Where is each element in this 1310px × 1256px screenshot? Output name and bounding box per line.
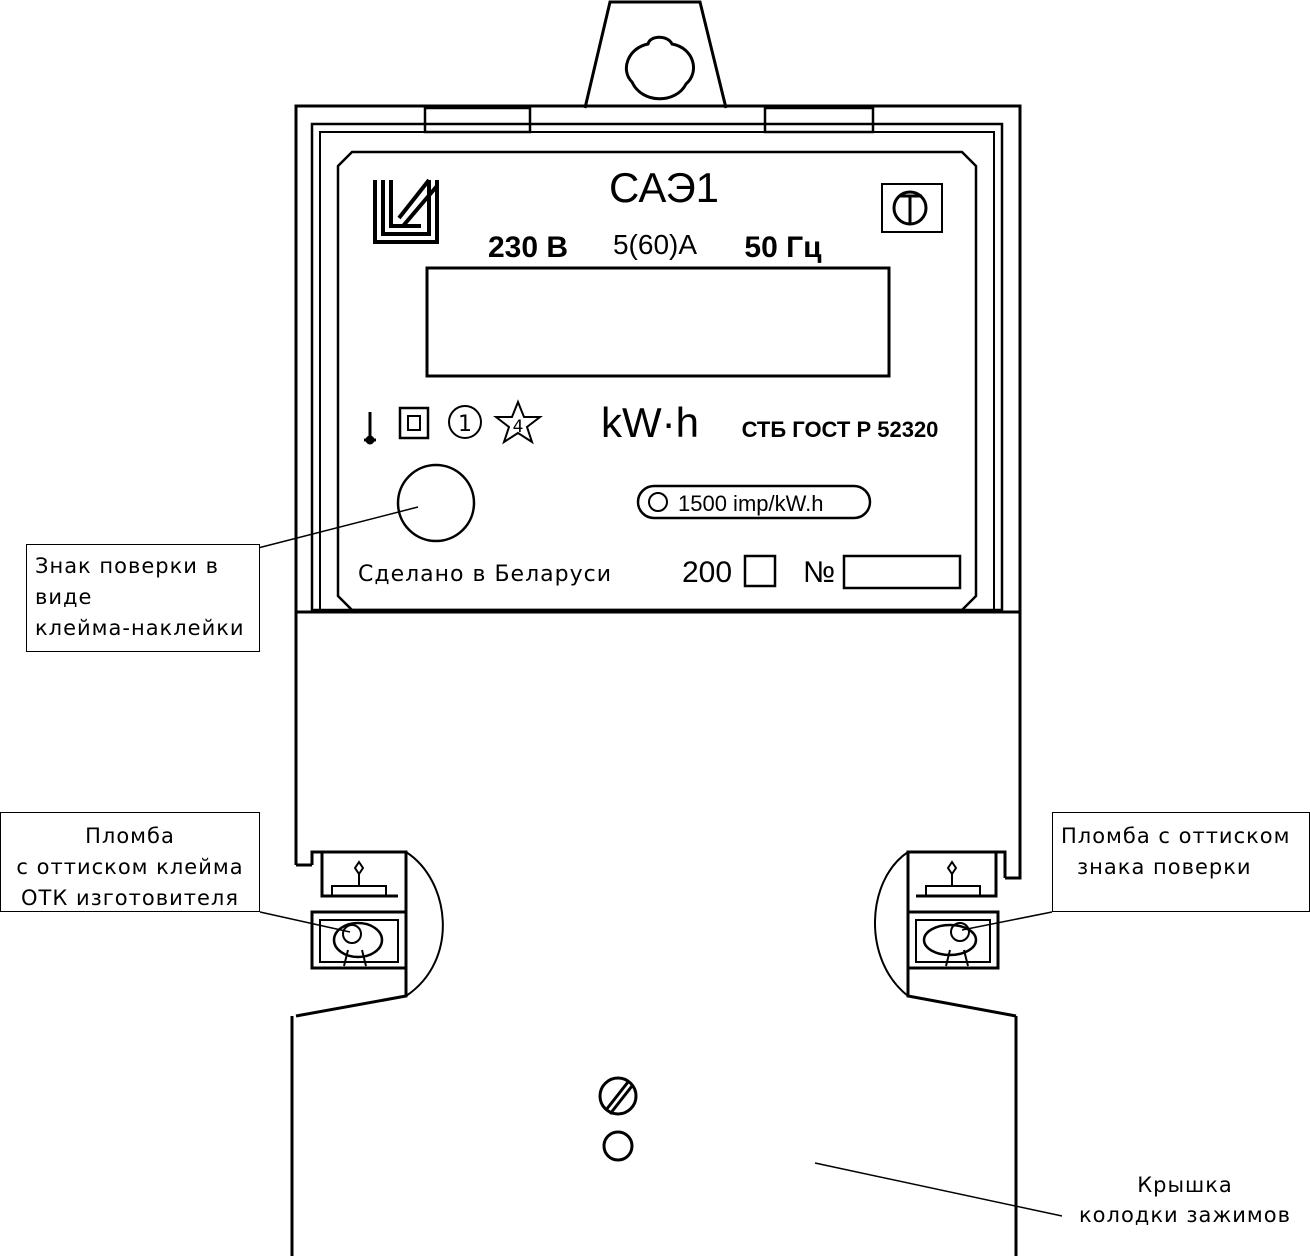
year-prefix: 200	[682, 556, 732, 589]
certification-mark-icon	[881, 183, 943, 233]
callout-line: с оттиском клейма	[16, 855, 244, 879]
year-box	[743, 554, 777, 588]
callout-verification-seal: Пломба с оттиском знака поверки	[1052, 812, 1310, 912]
verification-sticker-area	[396, 463, 476, 543]
right-seal-assembly	[874, 850, 1007, 997]
callout-line: ОТК изготовителя	[21, 886, 239, 910]
standard-label: СТБ ГОСТ Р 52320	[742, 417, 939, 442]
test-voltage-label: 4	[513, 417, 524, 437]
accuracy-class-icon	[448, 405, 482, 439]
led-indicator-icon	[648, 492, 668, 512]
meter-current: 5(60)А	[613, 229, 697, 260]
double-insulation-icon	[398, 406, 430, 440]
serial-number-box	[842, 554, 962, 590]
callout-line: Знак поверки в	[35, 554, 220, 578]
callout-terminal-cover: Крышка колодки зажимов	[1060, 1170, 1310, 1230]
callout-line: колодки зажимов	[1079, 1203, 1291, 1227]
cover-screw-icon	[598, 1076, 638, 1116]
display-window	[425, 266, 891, 378]
callout-verification-sticker: Знак поверки в виде клейма-наклейки	[26, 544, 260, 652]
meter-voltage: 230 В	[488, 231, 568, 264]
energy-unit: kW·h	[601, 399, 699, 446]
callout-line: Пломба с оттиском	[1061, 824, 1291, 848]
manufacturer-logo-icon	[373, 178, 439, 244]
terminal-cover	[290, 1016, 1018, 1256]
impulse-constant-badge	[636, 484, 872, 520]
callout-line: виде	[35, 585, 93, 609]
cover-hole-icon	[602, 1130, 634, 1162]
seal-screw-icon	[342, 924, 362, 944]
accuracy-class-label: 1	[458, 412, 472, 437]
meter-model: САЭ1	[609, 164, 719, 211]
test-voltage-star-icon	[493, 399, 543, 445]
callout-line: клейма-наклейки	[35, 616, 245, 640]
callout-line: знака поверки	[1077, 855, 1252, 879]
made-in-label: Сделано в Беларуси	[358, 562, 612, 587]
callout-line: Крышка	[1137, 1173, 1233, 1197]
meter-body	[294, 104, 1022, 880]
seal-screw-icon	[950, 922, 970, 942]
left-seal-assembly	[310, 850, 444, 997]
meter-frequency: 50 Гц	[744, 231, 822, 264]
callout-manufacturer-seal: Пломба с оттиском клейма ОТК изготовител…	[0, 812, 260, 912]
impulse-constant-label: 1500 imp/kW.h	[678, 491, 824, 516]
leader-lines	[257, 506, 1063, 1217]
callout-line: Пломба	[85, 824, 175, 848]
serial-number-label: №	[803, 556, 835, 589]
hanging-lug	[583, 0, 728, 109]
symbol-row: 1 4	[364, 399, 543, 445]
